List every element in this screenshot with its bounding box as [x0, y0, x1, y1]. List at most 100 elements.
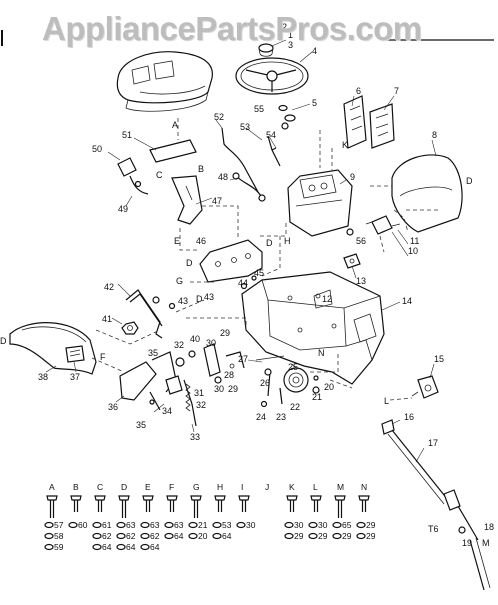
callout-52: 52 — [214, 112, 224, 122]
steering-gear — [255, 355, 320, 408]
callout-51: 51 — [122, 130, 132, 140]
washer-nut — [44, 521, 54, 529]
bolt-shank — [361, 500, 367, 512]
callout-37: 37 — [70, 372, 80, 382]
callout-12: 12 — [322, 294, 332, 304]
bolt-head — [94, 495, 106, 501]
ref-letter-d-1: D — [466, 176, 473, 186]
hardware-letter: I — [241, 482, 243, 492]
callout-29-b: 29 — [228, 384, 238, 394]
bolt-shank — [97, 500, 103, 512]
hardware-part-number: 64 — [174, 531, 184, 541]
decal-7 — [369, 103, 395, 149]
washer-nut — [140, 543, 150, 551]
hardware-part-number: 63 — [126, 520, 136, 530]
hardware-letter: L — [313, 482, 318, 492]
hardware-part-number: 30 — [246, 520, 256, 530]
washer-nut — [212, 521, 222, 529]
bolt-head — [238, 495, 250, 501]
callout-32-a: 32 — [174, 340, 184, 350]
washer-nut — [164, 521, 174, 529]
bolt-shank — [241, 500, 247, 512]
bolt-head — [190, 495, 202, 501]
main-frame — [241, 271, 385, 385]
hardware-letter: A — [49, 482, 55, 492]
dash-console — [287, 169, 353, 237]
switch-13 — [343, 253, 361, 269]
steering-shaft — [381, 419, 491, 591]
bolt-shank — [289, 500, 295, 512]
callout-27: 27 — [238, 354, 248, 364]
callout-56: 56 — [356, 236, 366, 246]
ignition-switch — [346, 215, 401, 236]
callout-42: 42 — [104, 282, 114, 292]
callout-22: 22 — [290, 402, 300, 412]
washer-nut — [188, 521, 198, 529]
ref-letter-d-2: D — [266, 238, 273, 248]
bolt-head — [310, 495, 322, 501]
bolt-head — [286, 495, 298, 501]
hardware-letter: D — [121, 482, 127, 492]
bolt-shank — [145, 500, 151, 512]
bolt-head — [46, 495, 58, 501]
hardware-part-number: 29 — [342, 531, 352, 541]
washer-nut — [92, 521, 102, 529]
washer-nut — [140, 532, 150, 540]
hardware-letter: K — [289, 482, 295, 492]
callout-29-a: 29 — [220, 328, 230, 338]
callout-43-a: 43 — [178, 296, 188, 306]
callout-13: 13 — [356, 276, 366, 286]
callout-6: 6 — [356, 86, 361, 96]
bolt-shank — [73, 500, 79, 512]
ref-letter-b: B — [198, 164, 204, 174]
ref-letter-d-3: D — [186, 258, 193, 268]
washer-nut — [284, 532, 294, 540]
bolt-head — [70, 495, 82, 501]
callout-11: 11 — [410, 236, 419, 246]
ref-letter-h: H — [284, 236, 291, 246]
washer-nut — [140, 521, 150, 529]
washer-nut — [356, 521, 366, 529]
washer-nut — [116, 521, 126, 529]
callout-54: 54 — [266, 130, 276, 140]
callout-8: 8 — [432, 130, 437, 140]
callout-20: 20 — [324, 382, 334, 392]
callout-21: 21 — [312, 392, 322, 402]
callout-4: 4 — [312, 46, 317, 56]
washer-nut — [332, 532, 342, 540]
steering-wheel — [235, 43, 309, 95]
hardware-part-number: 62 — [126, 531, 136, 541]
hardware-part-number: 20 — [198, 531, 208, 541]
callout-32-b: 32 — [196, 400, 206, 410]
hardware-part-number: 58 — [54, 531, 64, 541]
washer-nut — [212, 532, 222, 540]
hardware-part-number: 21 — [198, 520, 208, 530]
bolt-head — [166, 495, 178, 501]
callout-48: 48 — [218, 172, 228, 182]
callout-30-b: 30 — [214, 384, 224, 394]
callout-49: 49 — [118, 204, 128, 214]
callout-19: 19 — [462, 538, 472, 548]
ref-letter-e: E — [174, 236, 180, 246]
hardware-part-number: 64 — [150, 542, 160, 552]
hardware-column-b: B60 — [68, 482, 88, 530]
washer-nut — [236, 521, 246, 529]
hardware-part-number: 64 — [102, 542, 112, 552]
washer-nut — [44, 543, 54, 551]
callout-44: 44 — [238, 278, 248, 288]
hardware-part-number: 29 — [294, 531, 304, 541]
callout-7: 7 — [394, 86, 399, 96]
linkage — [203, 343, 245, 384]
hardware-column-j: J — [265, 482, 269, 492]
ref-letter-a: A — [172, 120, 178, 130]
bolt-head — [142, 495, 154, 501]
hardware-part-number: 29 — [366, 531, 376, 541]
hardware-letter: N — [361, 482, 367, 492]
washer-nut — [332, 521, 342, 529]
callout-46: 46 — [196, 236, 206, 246]
